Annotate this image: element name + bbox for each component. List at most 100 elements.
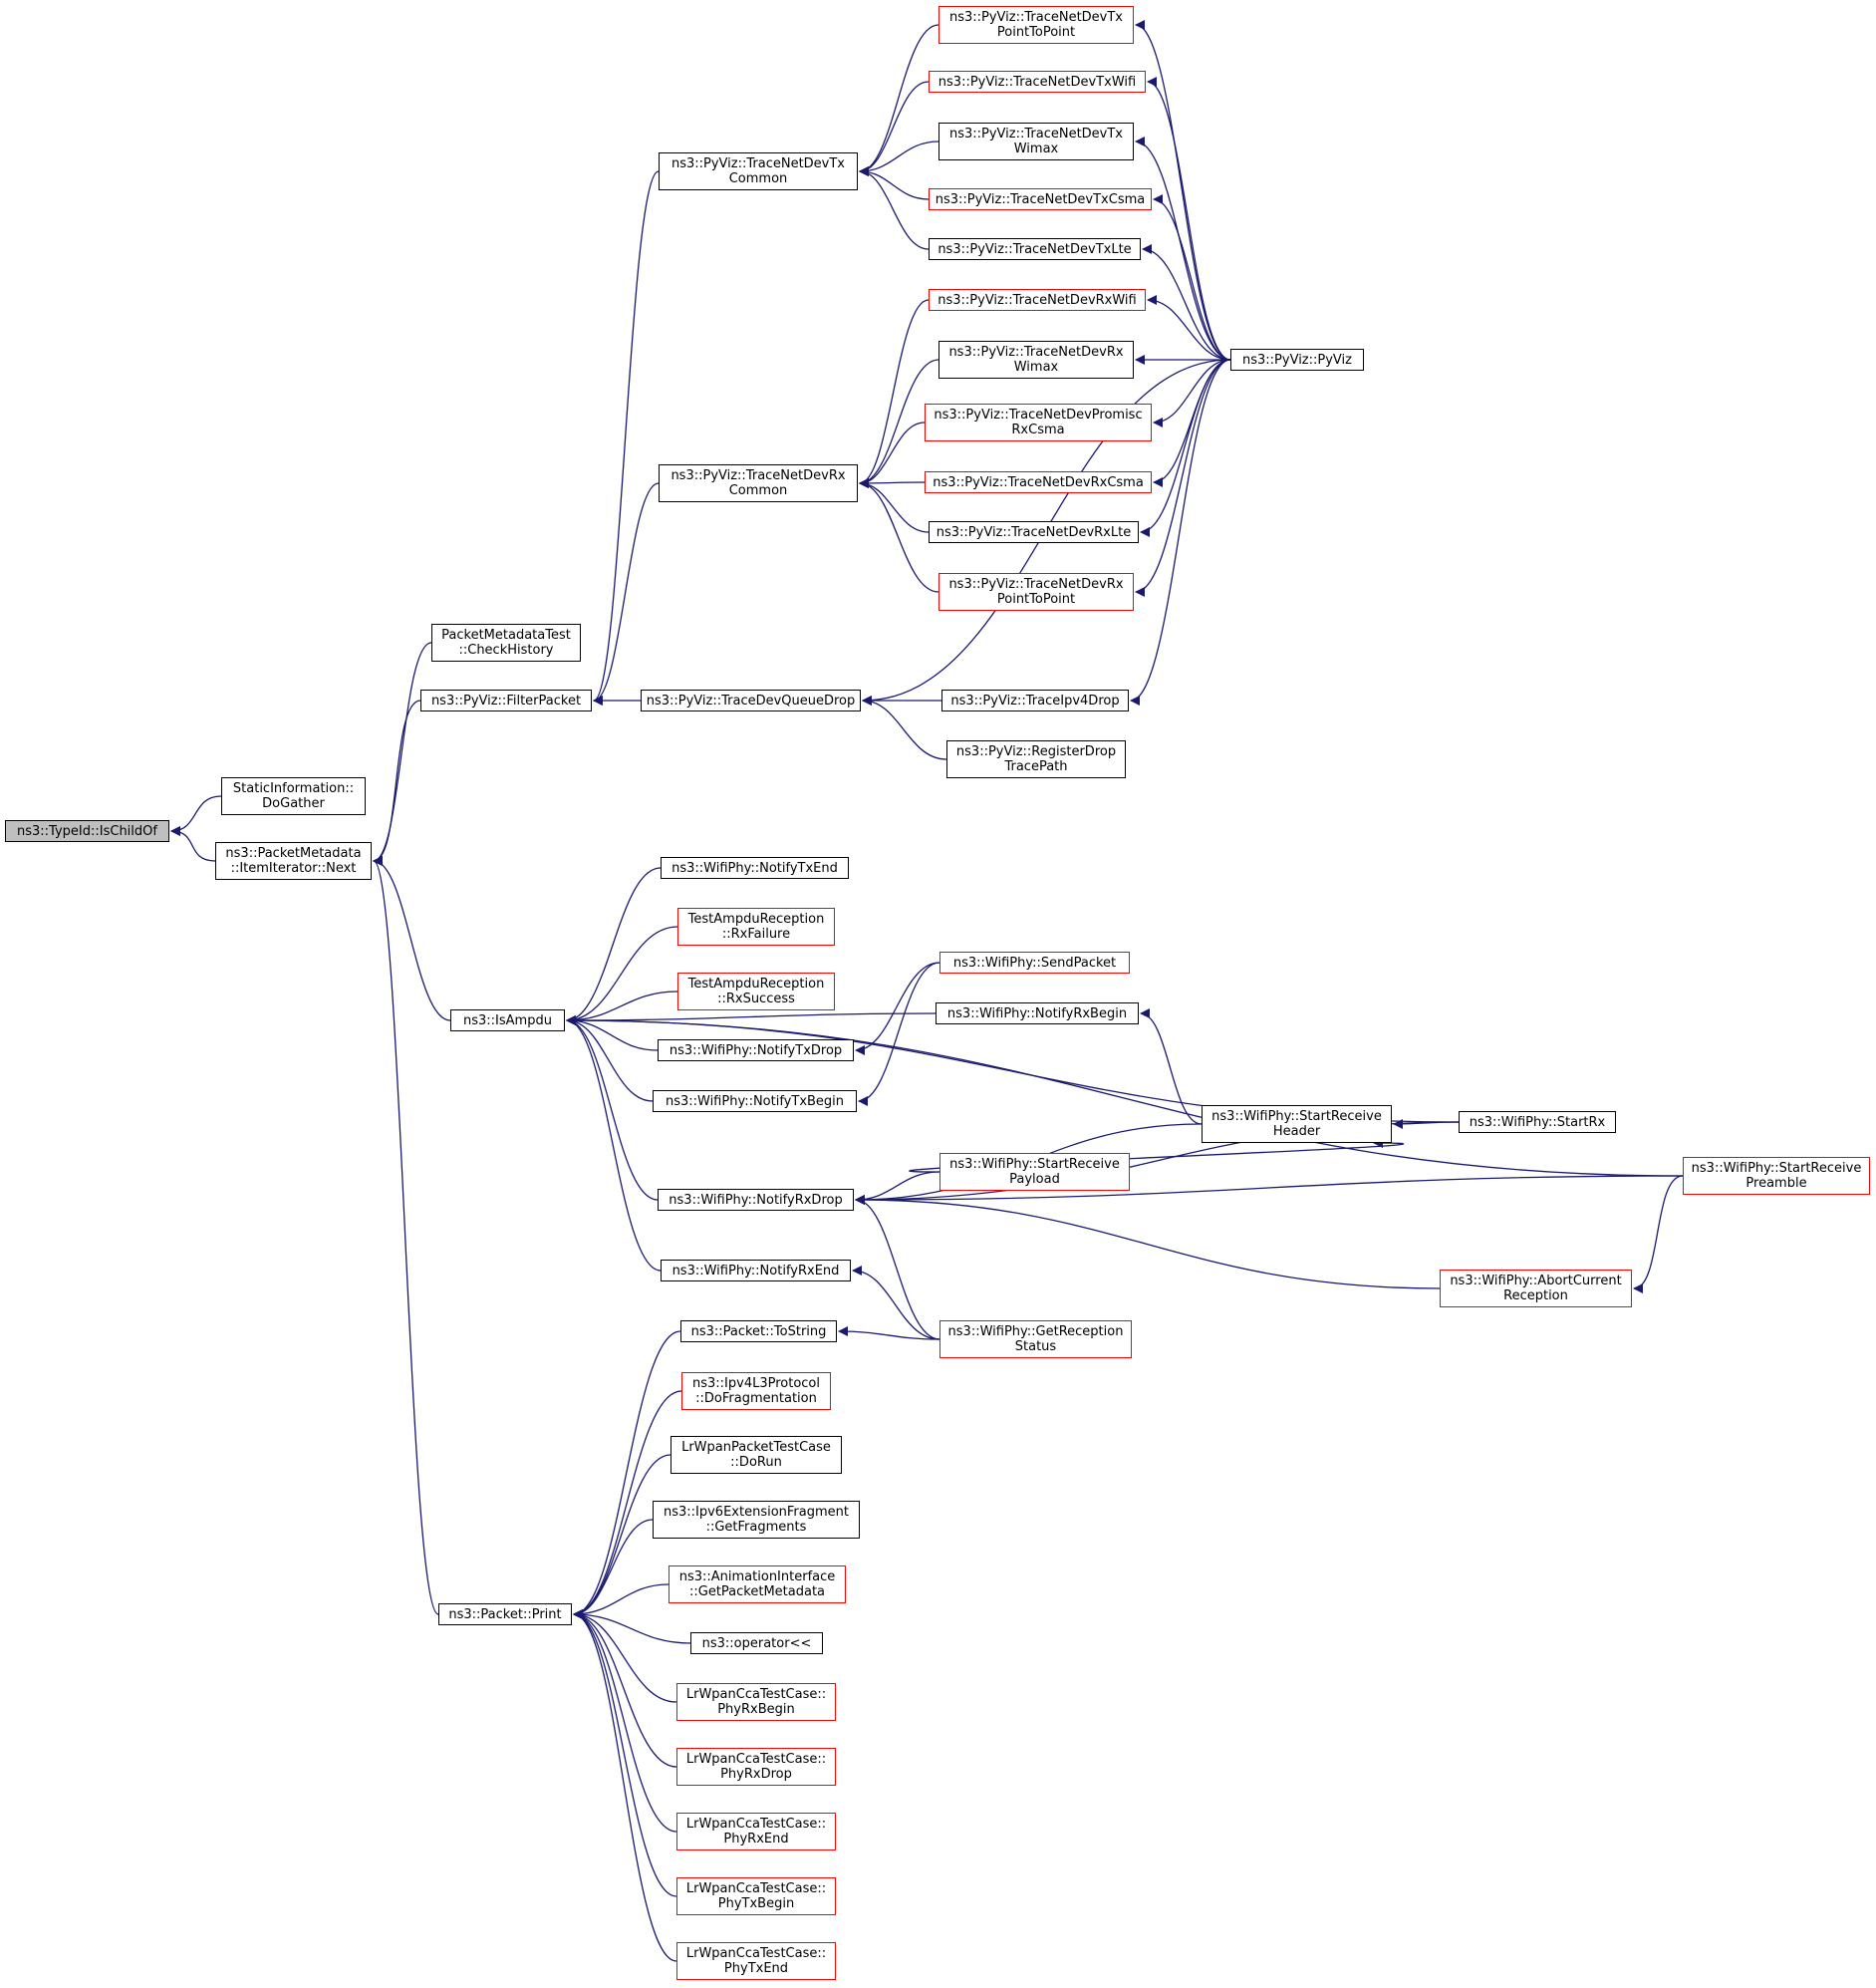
edge-n43-to-n6: [573, 1583, 670, 1619]
edge-n21-to-n22: [1130, 359, 1231, 706]
node-n36[interactable]: ns3::WifiPhy::StartReceive Payload: [939, 1153, 1130, 1191]
node-n38[interactable]: ns3::WifiPhy::GetReception Status: [939, 1320, 1132, 1358]
node-n1[interactable]: StaticInformation:: DoGather: [221, 777, 366, 815]
node-n33[interactable]: ns3::WifiPhy::StartReceive Header: [1202, 1105, 1392, 1143]
edge-n31-to-n27: [855, 962, 940, 1055]
edge-n21-to-n15: [1147, 295, 1231, 361]
node-n6[interactable]: ns3::Packet::Print: [438, 1603, 572, 1625]
edge-n21-to-n20: [1135, 359, 1231, 597]
node-n10[interactable]: ns3::PyViz::TraceNetDevTx PointToPoint: [938, 6, 1134, 44]
node-n46[interactable]: LrWpanCcaTestCase:: PhyRxDrop: [676, 1748, 836, 1786]
node-n44[interactable]: ns3::operator<<: [690, 1632, 823, 1654]
edge-n42-to-n6: [573, 1519, 654, 1619]
edge-n24-to-n5: [566, 867, 662, 1025]
edge-n16-to-n8: [859, 359, 939, 488]
node-n43[interactable]: ns3::AnimationInterface ::GetPacketMetad…: [669, 1565, 846, 1603]
edge-n23-to-n9: [862, 696, 947, 760]
node-n12[interactable]: ns3::PyViz::TraceNetDevTx Wimax: [938, 123, 1134, 160]
edge-n21-to-n13: [1153, 194, 1231, 361]
edge-n21-to-n17: [1153, 359, 1231, 427]
node-n24[interactable]: ns3::WifiPhy::NotifyTxEnd: [661, 857, 849, 879]
node-n2[interactable]: ns3::PacketMetadata ::ItemIterator::Next: [215, 842, 372, 880]
edge-n48-to-n6: [573, 1609, 677, 1897]
node-n39[interactable]: ns3::Packet::ToString: [680, 1320, 837, 1342]
edge-n44-to-n6: [573, 1609, 691, 1644]
node-n37[interactable]: ns3::WifiPhy::AbortCurrent Reception: [1440, 1270, 1632, 1307]
edge-n38-to-n30: [852, 1266, 940, 1340]
edge-n29-to-n5: [566, 1015, 659, 1201]
edge-n12-to-n7: [859, 141, 939, 176]
edge-n5-to-n2: [373, 856, 451, 1021]
node-n26[interactable]: TestAmpduReception ::RxSuccess: [677, 973, 835, 1010]
node-n19[interactable]: ns3::PyViz::TraceNetDevRxLte: [929, 521, 1139, 543]
node-n5[interactable]: ns3::IsAmpdu: [450, 1009, 565, 1031]
edge-n14-to-n7: [859, 166, 930, 250]
edge-n21-to-n14: [1142, 244, 1231, 361]
edge-n20-to-n8: [859, 478, 939, 593]
edge-n28-to-n5: [566, 1015, 654, 1102]
edge-n2-to-n0: [170, 826, 216, 862]
edge-n31-to-n28: [858, 962, 940, 1106]
node-n15[interactable]: ns3::PyViz::TraceNetDevRxWifi: [929, 289, 1146, 311]
node-n27[interactable]: ns3::WifiPhy::NotifyTxDrop: [658, 1039, 854, 1061]
node-n29[interactable]: ns3::WifiPhy::NotifyRxDrop: [658, 1189, 854, 1211]
edge-n25-to-n5: [566, 926, 678, 1025]
edge-n38-to-n29: [855, 1195, 940, 1340]
edge-n21-to-n11: [1147, 77, 1231, 361]
node-n23[interactable]: ns3::PyViz::RegisterDrop TracePath: [946, 740, 1126, 778]
edge-n40-to-n6: [573, 1390, 682, 1619]
node-n28[interactable]: ns3::WifiPhy::NotifyTxBegin: [653, 1090, 857, 1112]
edge-n10-to-n7: [859, 24, 939, 176]
node-n32[interactable]: ns3::WifiPhy::NotifyRxBegin: [936, 1002, 1139, 1024]
edge-n36-to-n29: [855, 1171, 940, 1205]
node-n47[interactable]: LrWpanCcaTestCase:: PhyRxEnd: [676, 1813, 836, 1850]
node-n16[interactable]: ns3::PyViz::TraceNetDevRx Wimax: [938, 341, 1134, 379]
node-n11[interactable]: ns3::PyViz::TraceNetDevTxWifi: [929, 71, 1146, 93]
edge-n46-to-n6: [573, 1609, 677, 1768]
edge-n33-to-n32: [1140, 1008, 1203, 1125]
node-n41[interactable]: LrWpanPacketTestCase ::DoRun: [670, 1436, 842, 1474]
node-n17[interactable]: ns3::PyViz::TraceNetDevPromisc RxCsma: [925, 404, 1152, 441]
edge-n36-to-n33: [909, 1138, 1405, 1173]
edge-n39-to-n6: [573, 1330, 681, 1619]
node-n3[interactable]: PacketMetadataTest ::CheckHistory: [431, 624, 581, 662]
node-n18[interactable]: ns3::PyViz::TraceNetDevRxCsma: [925, 471, 1152, 493]
edge-n21-to-n19: [1140, 359, 1231, 537]
node-n21[interactable]: ns3::PyViz::PyViz: [1230, 349, 1364, 371]
edge-n32-to-n5: [566, 1012, 937, 1025]
node-n40[interactable]: ns3::Ipv4L3Protocol ::DoFragmentation: [681, 1372, 831, 1410]
edge-n49-to-n6: [573, 1609, 677, 1962]
node-n42[interactable]: ns3::Ipv6ExtensionFragment ::GetFragment…: [653, 1501, 860, 1539]
node-n30[interactable]: ns3::WifiPhy::NotifyRxEnd: [661, 1260, 851, 1281]
edge-n35-to-n29: [855, 1175, 1684, 1205]
node-n34[interactable]: ns3::WifiPhy::StartRx: [1459, 1111, 1616, 1133]
node-n22[interactable]: ns3::PyViz::TraceIpv4Drop: [941, 690, 1129, 711]
edge-n6-to-n2: [373, 856, 439, 1615]
node-n45[interactable]: LrWpanCcaTestCase:: PhyRxBegin: [676, 1683, 836, 1721]
node-n49[interactable]: LrWpanCcaTestCase:: PhyTxEnd: [676, 1942, 836, 1980]
edge-n35-to-n37: [1633, 1175, 1684, 1293]
edge-n38-to-n39: [838, 1326, 940, 1340]
node-n13[interactable]: ns3::PyViz::TraceNetDevTxCsma: [929, 188, 1152, 210]
node-n48[interactable]: LrWpanCcaTestCase:: PhyTxBegin: [676, 1877, 836, 1915]
node-n35[interactable]: ns3::WifiPhy::StartReceive Preamble: [1683, 1157, 1870, 1195]
edge-n3-to-n2: [373, 642, 432, 866]
node-n8[interactable]: ns3::PyViz::TraceNetDevRx Common: [659, 464, 858, 502]
edge-n11-to-n7: [859, 81, 930, 176]
edge-n37-to-n29: [855, 1195, 1441, 1289]
node-n9[interactable]: ns3::PyViz::TraceDevQueueDrop: [641, 690, 861, 711]
node-n7[interactable]: ns3::PyViz::TraceNetDevTx Common: [659, 152, 858, 190]
node-n14[interactable]: ns3::PyViz::TraceNetDevTxLte: [929, 238, 1141, 260]
node-n20[interactable]: ns3::PyViz::TraceNetDevRx PointToPoint: [938, 573, 1134, 611]
edge-n30-to-n5: [566, 1015, 662, 1272]
node-n4[interactable]: ns3::PyViz::FilterPacket: [420, 690, 592, 711]
edge-n8-to-n4: [593, 482, 660, 706]
edge-n27-to-n5: [566, 1015, 659, 1051]
edge-n26-to-n5: [566, 991, 678, 1025]
node-n25[interactable]: TestAmpduReception ::RxFailure: [677, 908, 835, 946]
edge-n47-to-n6: [573, 1609, 677, 1833]
edge-n15-to-n8: [859, 299, 930, 488]
node-n31[interactable]: ns3::WifiPhy::SendPacket: [939, 952, 1130, 974]
node-n0[interactable]: ns3::TypeId::IsChildOf: [5, 820, 169, 842]
